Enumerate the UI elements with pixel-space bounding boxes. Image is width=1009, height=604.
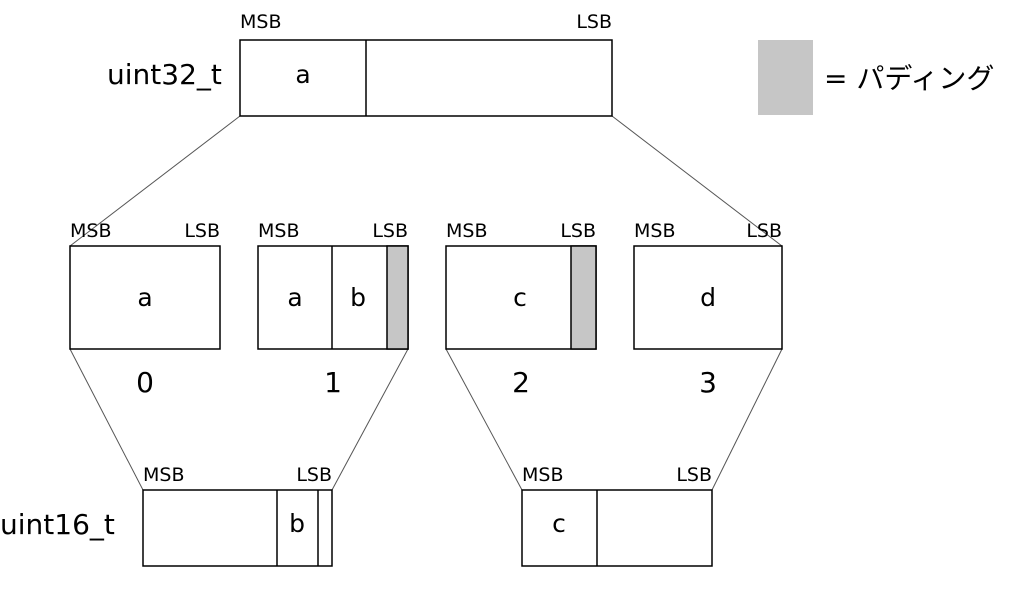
byte0-index: 0 <box>136 366 154 399</box>
byte3-box <box>633 245 783 350</box>
byte2-lsb-label: LSB <box>560 220 596 242</box>
byte3-msb-label: MSB <box>634 220 676 242</box>
connector-top-right <box>611 115 783 247</box>
byte1-box <box>257 245 409 350</box>
uint16c-box <box>521 489 713 567</box>
byte0-msb-label: MSB <box>70 220 112 242</box>
byte-0: MSB LSB a 0 <box>69 220 221 399</box>
connector-top-left <box>69 115 241 247</box>
uint16b-msb-label: MSB <box>143 464 185 486</box>
byte1-lsb-label: LSB <box>372 220 408 242</box>
uint16-register-c: MSB LSB c <box>521 464 713 567</box>
byte-3: MSB LSB d 3 <box>633 220 783 399</box>
byte1-padding <box>386 245 409 350</box>
uint16c-field-c: c <box>552 509 566 538</box>
uint32-box <box>239 39 613 117</box>
padding-legend-text: = パディング <box>824 62 994 95</box>
uint32-field-a: a <box>295 60 310 89</box>
uint16b-field-b: b <box>289 509 305 538</box>
byte3-lsb-label: LSB <box>746 220 782 242</box>
byte3-index: 3 <box>699 366 717 399</box>
byte1-field-b: b <box>350 283 366 312</box>
uint16-register-b: uint16_t MSB LSB b <box>0 464 333 567</box>
byte2-padding <box>570 245 597 350</box>
padding-swatch <box>758 40 813 115</box>
uint32-lsb-label: LSB <box>576 11 612 33</box>
byte0-lsb-label: LSB <box>184 220 220 242</box>
byte-1: MSB LSB a b 1 <box>257 220 409 399</box>
uint32-type-label: uint32_t <box>107 58 222 91</box>
uint32-msb-label: MSB <box>240 11 282 33</box>
uint16b-box <box>142 489 333 567</box>
uint16c-lsb-label: LSB <box>676 464 712 486</box>
padding-legend: = パディング <box>758 40 994 115</box>
uint16c-msb-label: MSB <box>522 464 564 486</box>
byte3-field-d: d <box>700 283 716 312</box>
connector-byte0-left <box>69 348 144 491</box>
byte2-index: 2 <box>512 366 530 399</box>
byte1-index: 1 <box>324 366 342 399</box>
uint16b-lsb-label: LSB <box>296 464 332 486</box>
connector-byte2-left <box>445 348 523 491</box>
byte2-msb-label: MSB <box>446 220 488 242</box>
byte0-field-a: a <box>137 283 152 312</box>
byte0-box <box>69 245 221 350</box>
byte-2: MSB LSB c 2 <box>445 220 597 399</box>
connector-byte1-right <box>331 348 409 491</box>
byte1-msb-label: MSB <box>258 220 300 242</box>
connector-byte3-right <box>711 348 783 491</box>
byte1-field-a: a <box>287 283 302 312</box>
uint16-type-label: uint16_t <box>0 508 115 541</box>
uint32-register: uint32_t MSB LSB a <box>107 11 613 117</box>
byte2-field-c: c <box>513 283 527 312</box>
